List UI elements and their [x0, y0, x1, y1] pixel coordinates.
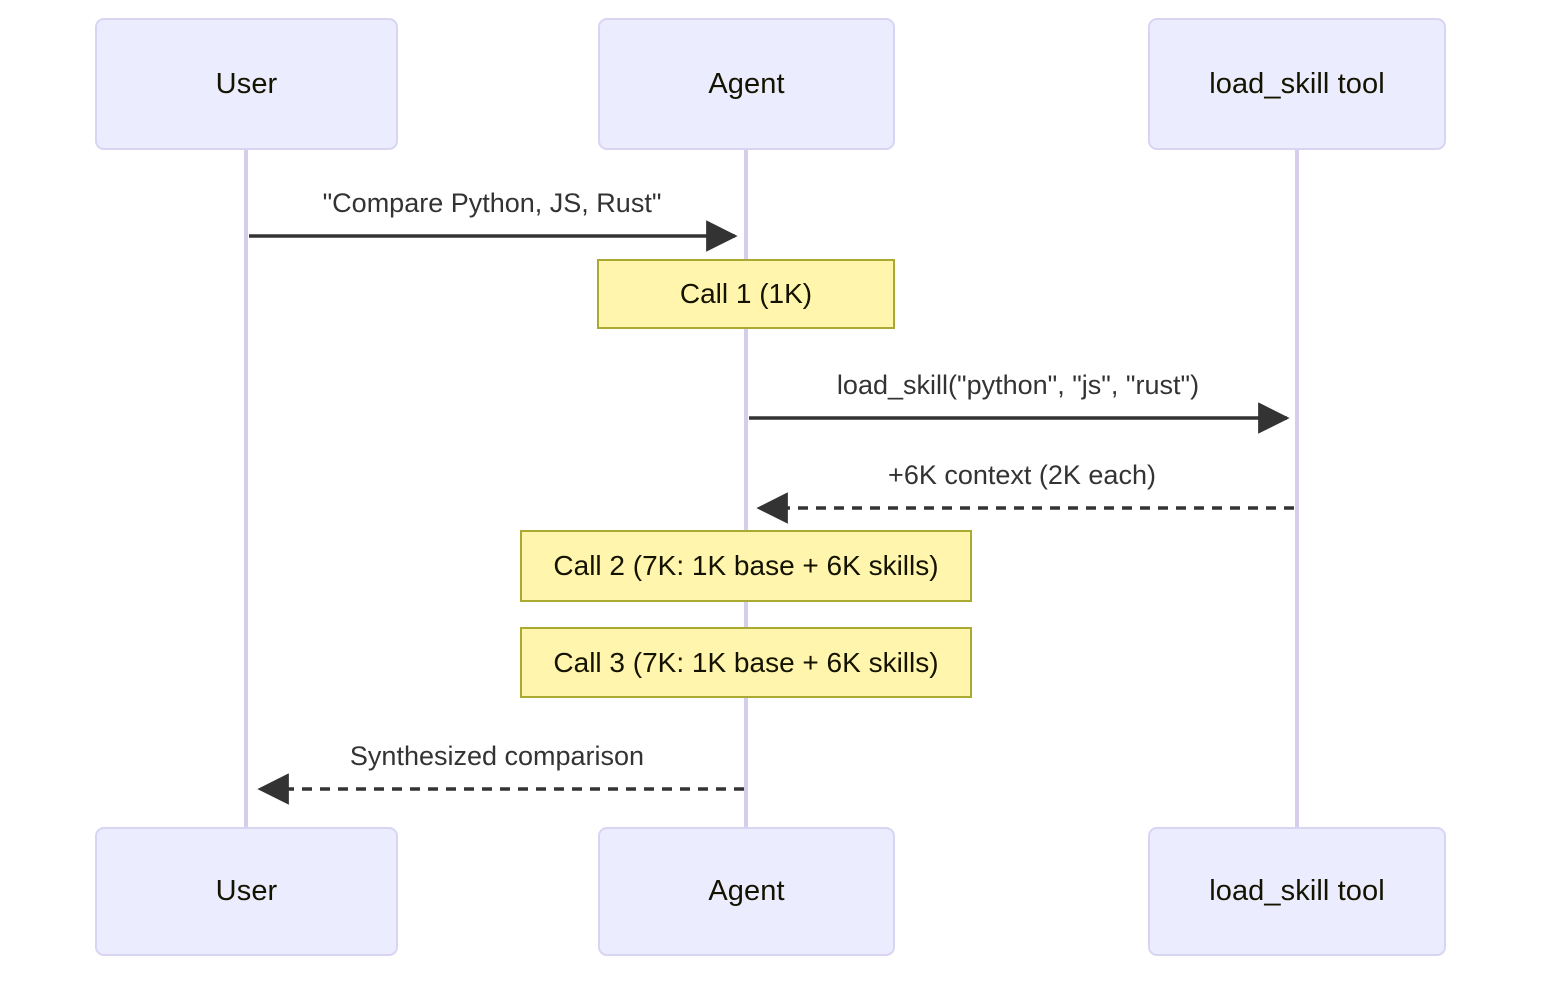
note-call-3-label: Call 3 (7K: 1K base + 6K skills)	[553, 646, 939, 678]
participant-box-user-bottom[interactable]: User	[95, 827, 398, 956]
message-label-context: +6K context (2K each)	[888, 460, 1156, 490]
participant-box-tool-bottom[interactable]: load_skill tool	[1148, 827, 1446, 956]
note-call-2-label: Call 2 (7K: 1K base + 6K skills)	[553, 550, 939, 581]
participant-box-agent-top[interactable]: Agent	[598, 18, 895, 150]
participant-label-agent-top: Agent	[708, 67, 785, 100]
message-label-load-skill: load_skill("python", "js", "rust")	[836, 370, 1200, 400]
participant-label-user-top: User	[215, 67, 278, 100]
note-call-1-label: Call 1 (1K)	[679, 278, 813, 309]
participant-label-agent-bottom: Agent	[708, 875, 785, 907]
message-label-synthesized: Synthesized comparison	[349, 741, 645, 771]
note-call-3: Call 3 (7K: 1K base + 6K skills)	[520, 627, 972, 698]
participant-label-tool-bottom: load_skill tool	[1209, 875, 1385, 907]
participant-box-user-top[interactable]: User	[95, 18, 398, 150]
note-call-1: Call 1 (1K)	[597, 259, 895, 329]
participant-box-tool-top[interactable]: load_skill tool	[1148, 18, 1446, 150]
note-call-2: Call 2 (7K: 1K base + 6K skills)	[520, 530, 972, 602]
participant-label-tool-top: load_skill tool	[1209, 67, 1385, 100]
participant-box-agent-bottom[interactable]: Agent	[598, 827, 895, 956]
message-label-compare: "Compare Python, JS, Rust"	[322, 188, 662, 218]
participant-label-user-bottom: User	[215, 875, 278, 907]
